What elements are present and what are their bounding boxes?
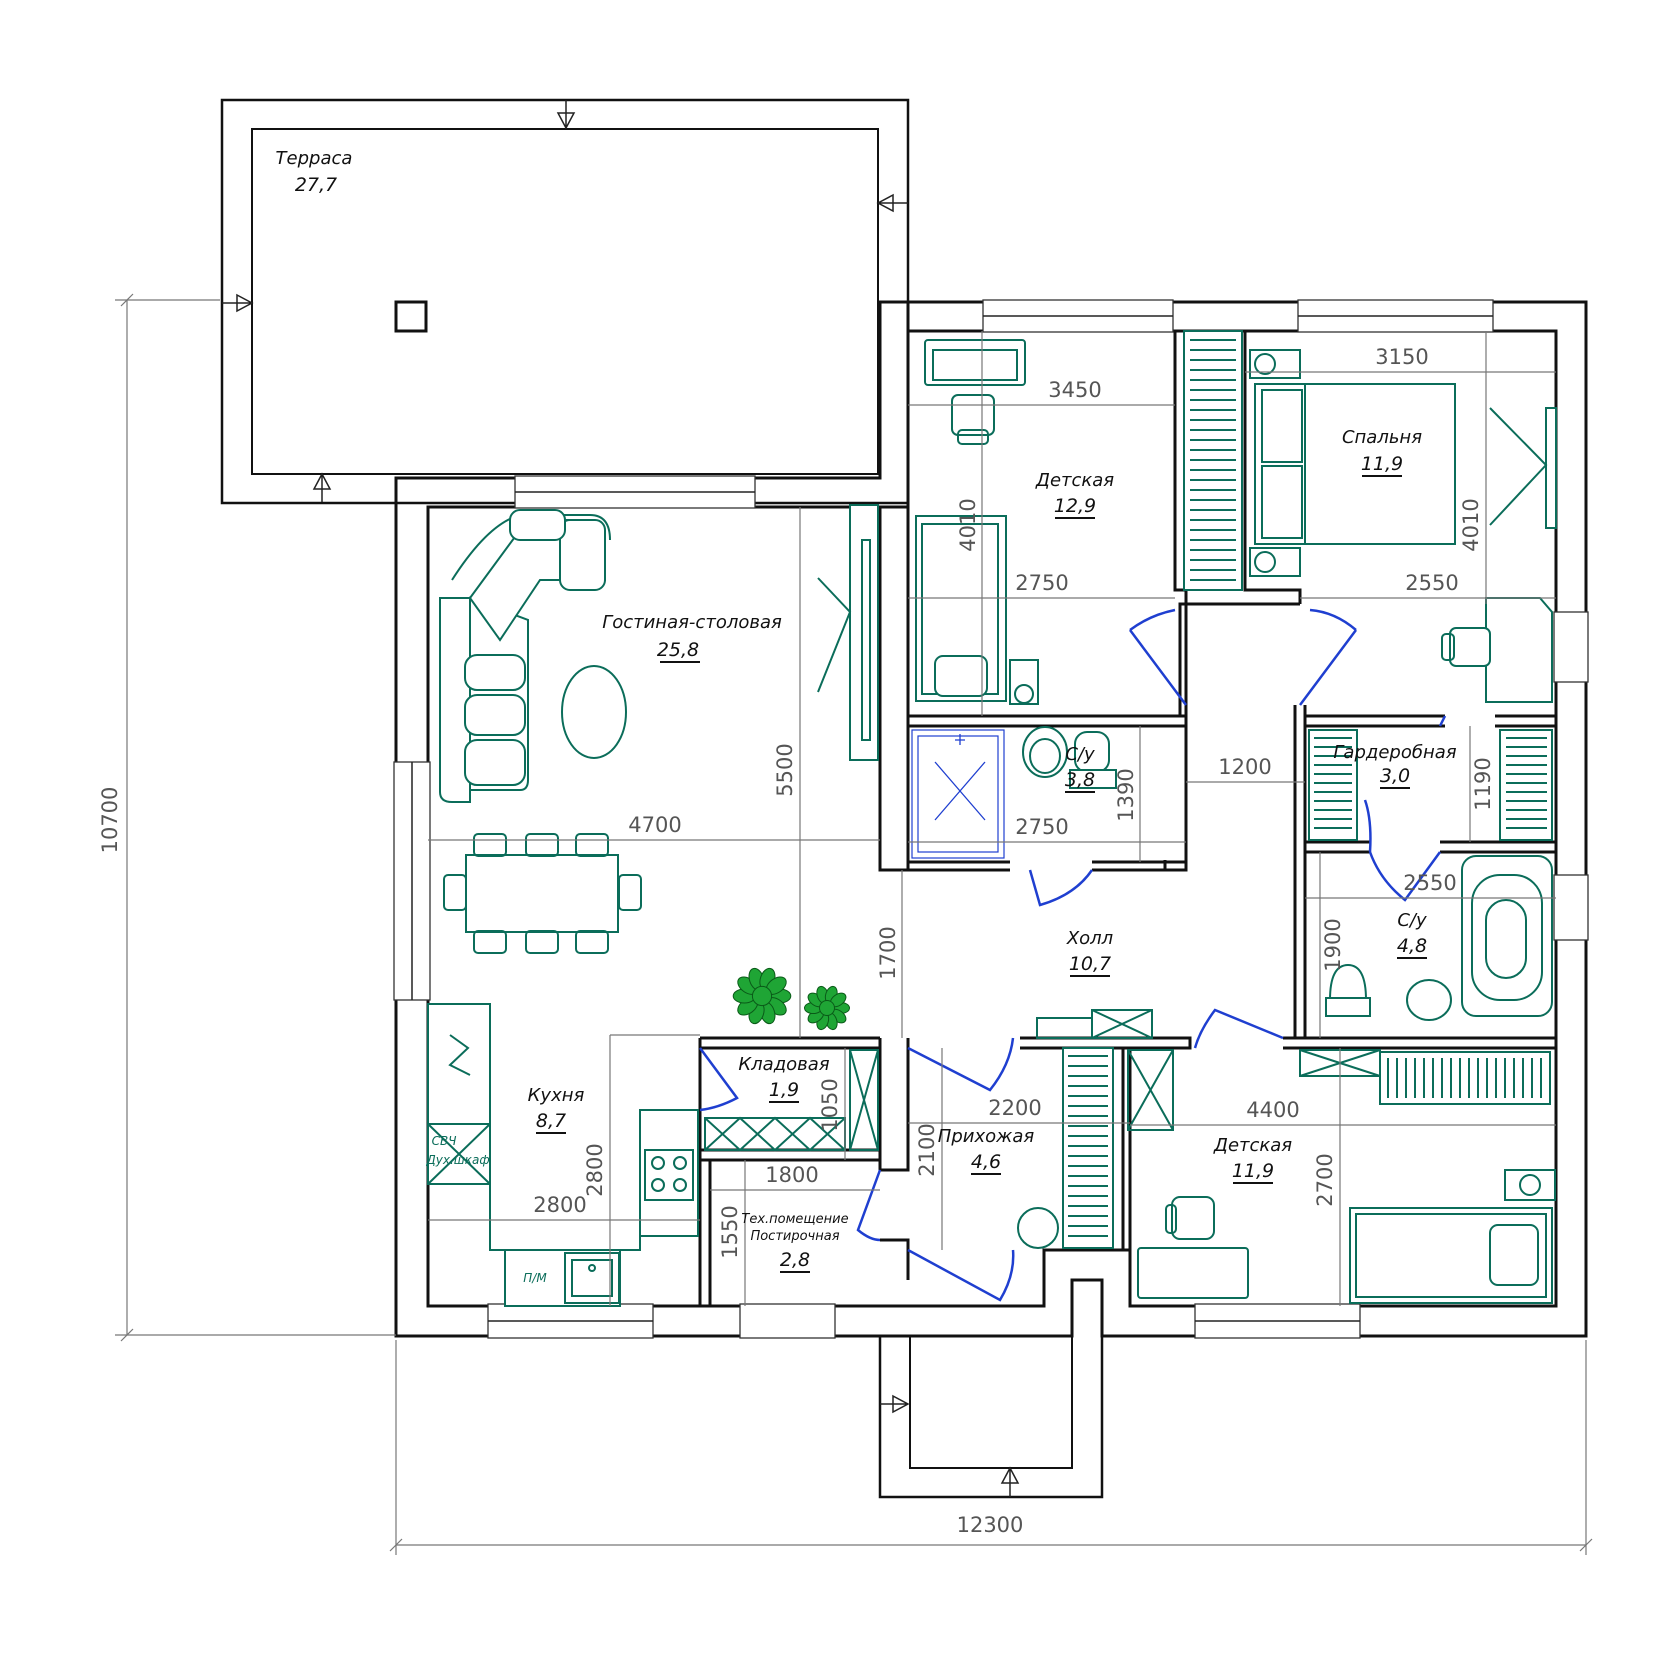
pantry-name: Кладовая [738,1054,829,1075]
dim-entry-width: 2200 [988,1096,1041,1120]
bath2-name: С/у [1397,910,1427,931]
dim-tech-height: 1550 [718,1205,742,1258]
bath1-name: С/у [1065,744,1095,765]
shelf-kids2 [1379,1051,1551,1105]
window [739,1303,836,1339]
door [1368,851,1442,902]
pantry-area: 1,9 [769,1079,799,1101]
room-labels: Терраса 27,7 Гостиная-столовая 25,8 Детс… [276,148,1457,1285]
dim-bath2-width: 2550 [1403,871,1456,895]
door [1193,1008,1284,1049]
window [1553,611,1589,683]
dim-wardrobe-height: 1190 [1471,757,1495,810]
plants [732,967,850,1031]
microwave-label: СВЧ [432,1134,457,1148]
bath2-area: 4,8 [1397,935,1427,957]
oven-label: Дух.шкаф [425,1153,489,1167]
hall-area: 10,7 [1069,953,1111,975]
slope-arrow-icon [876,193,908,213]
porch [878,1280,1104,1499]
kids1-area: 12,9 [1054,495,1096,517]
exterior-walls [393,299,1589,1339]
door [1128,608,1188,706]
dim-bedroom-width: 3150 [1375,345,1428,369]
entry-area: 4,6 [971,1151,1001,1173]
slope-arrow-icon [1000,1466,1020,1497]
plant-center [819,1000,835,1016]
door [907,1248,1015,1302]
hall-name: Холл [1066,928,1113,949]
dim-pantry-height: 1050 [818,1078,842,1131]
column [394,300,428,333]
tech-name-line1: Тех.помещение [741,1212,848,1227]
plant-center [751,985,773,1007]
bedroom-area: 11,9 [1361,453,1403,475]
bedroom-name: Спальня [1342,427,1422,448]
dim-kitchen-height: 2800 [583,1143,607,1196]
kids2-area: 11,9 [1232,1160,1274,1182]
dimension-labels: 12300 10700 3450 3150 4010 4010 2750 255… [98,345,1495,1537]
window [1553,874,1589,941]
tech-area: 2,8 [780,1249,810,1271]
kitchen-name: Кухня [528,1085,585,1106]
dim-tech-width: 1800 [765,1163,818,1187]
dimension-lines [115,293,1593,1555]
kids2-name: Детская [1213,1135,1292,1156]
dim-bedroom-height: 4010 [1459,498,1483,551]
dim-bath2-height: 1900 [1321,918,1345,971]
living-name: Гостиная-столовая [602,612,782,633]
dim-kids1-height: 4010 [956,498,980,551]
dim-kitchen-width: 2800 [533,1193,586,1217]
dim-kids2-height: 2700 [1313,1153,1337,1206]
dim-living-width: 4700 [628,813,681,837]
door [907,1037,1015,1092]
slope-arrow-icon [880,1394,910,1414]
dim-bedroom-lower: 2550 [1405,571,1458,595]
dim-bath1-width: 2750 [1015,815,1068,839]
shelves [704,330,1553,1249]
dishwasher-label: П/М [523,1271,547,1285]
dim-entry-height: 2100 [915,1123,939,1176]
furniture [427,339,1557,1307]
dim-kids1-width: 3450 [1048,378,1101,402]
tech-name-line2: Постирочная [750,1229,839,1244]
terrace-area: 27,7 [295,174,337,196]
dim-bath1-height: 1390 [1114,768,1138,821]
terrace-name: Терраса [276,148,353,169]
dim-living-height: 5500 [773,743,797,796]
dim-overall-height: 10700 [98,787,122,854]
dining-table [443,833,642,954]
shelf-left [1308,729,1358,841]
door [856,1169,882,1242]
wardrobe-name: Гардеробная [1333,742,1456,763]
bath1-area: 3,8 [1065,769,1095,791]
shelf-right [1499,729,1553,841]
living-area: 25,8 [657,639,699,661]
dim-kids2-width: 4400 [1246,1098,1299,1122]
door [1028,869,1094,907]
sofa [439,509,611,803]
rug [561,665,627,759]
door [1298,608,1358,706]
dim-hall-height: 1700 [876,926,900,979]
door [1363,715,1447,853]
slope-arrow-icon [222,293,254,313]
slope-arrow-icon [556,100,576,130]
wardrobe-hall [1062,1047,1114,1249]
entry-name: Прихожая [938,1126,1035,1147]
terrace [220,98,910,505]
plant-icon [732,967,792,1025]
door [698,1047,739,1112]
plant-icon [804,985,850,1031]
dim-corridor: 1200 [1218,755,1271,779]
kids1-name: Детская [1035,470,1114,491]
kitchen-area: 8,7 [536,1110,566,1132]
doors [698,608,1447,1302]
dim-kids1-lower: 2750 [1015,571,1068,595]
wardrobe-area: 3,0 [1380,765,1410,787]
dim-overall-width: 12300 [957,1513,1024,1537]
slope-arrow-icon [312,472,332,502]
